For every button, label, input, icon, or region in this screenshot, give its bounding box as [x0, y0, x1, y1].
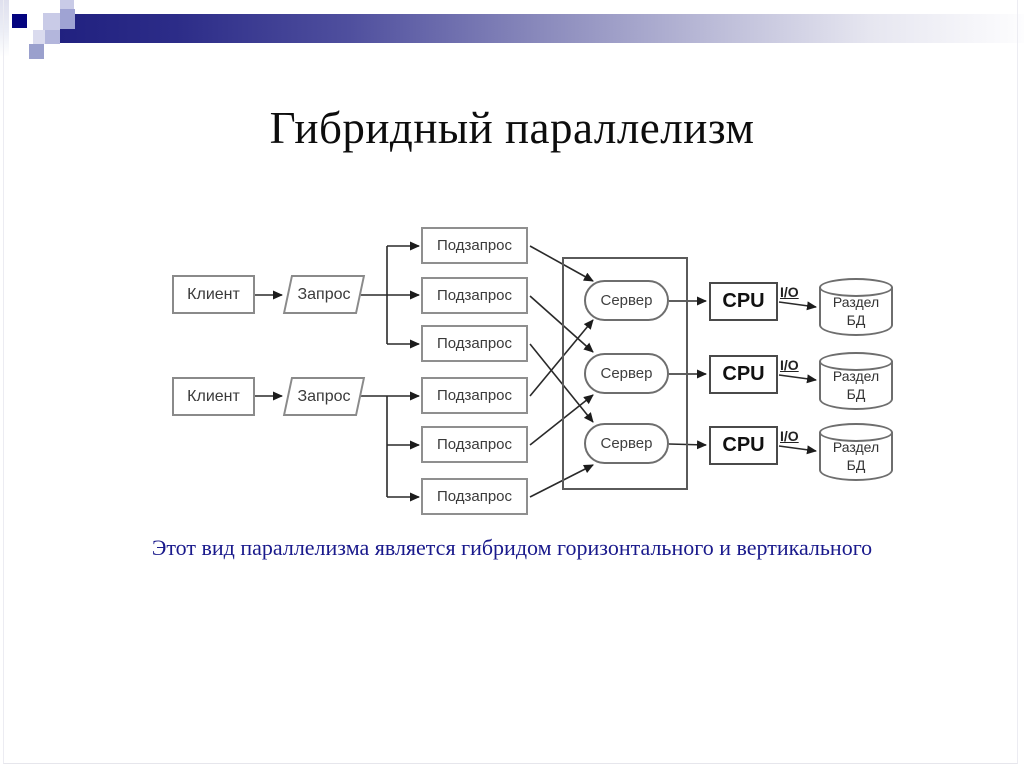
db-partition-node-3: Раздел БД	[819, 423, 893, 481]
cylinder-top	[819, 278, 893, 297]
disk-label-line1: Раздел	[832, 294, 880, 310]
cpu-to-disk-arrows	[778, 301, 817, 455]
disk-label: Раздел БД	[819, 293, 893, 329]
deco-square	[60, 0, 74, 9]
header-gradient-bar	[60, 14, 1024, 43]
io-label-1: I/O	[780, 284, 799, 300]
slide-caption: Этот вид параллелизма является гибридом …	[151, 535, 873, 560]
subquery-node-5: Подзапрос	[421, 426, 528, 463]
cylinder-top	[819, 352, 893, 371]
client-node-1: Клиент	[172, 275, 255, 314]
deco-left-strip	[0, 0, 9, 57]
client-to-query-arrows	[255, 290, 283, 401]
deco-square	[29, 44, 44, 59]
subquery-node-2: Подзапрос	[421, 277, 528, 314]
cylinder-body	[819, 432, 893, 481]
disk-label-line2: БД	[846, 386, 866, 402]
db-partition-node-2: Раздел БД	[819, 352, 893, 410]
server-group-box	[562, 257, 688, 490]
query-to-subquery-arrows	[360, 241, 420, 502]
subquery-node-3: Подзапрос	[421, 325, 528, 362]
cpu-node-1: CPU	[709, 282, 778, 321]
subquery-to-server-arrows	[529, 245, 594, 498]
deco-square	[33, 30, 45, 44]
deco-square	[45, 30, 60, 44]
io-label-2: I/O	[780, 357, 799, 373]
db-partition-node-1: Раздел БД	[819, 278, 893, 336]
query-label: Запрос	[297, 285, 351, 303]
disk-label: Раздел БД	[819, 438, 893, 474]
query-node-2: Запрос	[282, 377, 366, 416]
disk-label: Раздел БД	[819, 367, 893, 403]
deco-square	[60, 9, 75, 29]
query-label: Запрос	[297, 387, 351, 405]
server-node-3: Сервер	[584, 423, 669, 464]
page-title: Гибридный параллелизм	[269, 103, 755, 153]
disk-label-line1: Раздел	[832, 368, 880, 384]
deco-square	[43, 13, 60, 30]
io-label-3: I/O	[780, 428, 799, 444]
disk-label-line2: БД	[846, 457, 866, 473]
subquery-node-4: Подзапрос	[421, 377, 528, 414]
query-node-1: Запрос	[282, 275, 366, 314]
disk-label-line1: Раздел	[832, 439, 880, 455]
cpu-node-3: CPU	[709, 426, 778, 465]
deco-square	[12, 14, 27, 28]
client-node-2: Клиент	[172, 377, 255, 416]
server-node-2: Сервер	[584, 353, 669, 394]
subquery-node-1: Подзапрос	[421, 227, 528, 264]
server-node-1: Сервер	[584, 280, 669, 321]
cpu-node-2: CPU	[709, 355, 778, 394]
subquery-node-6: Подзапрос	[421, 478, 528, 515]
disk-label-line2: БД	[846, 312, 866, 328]
cylinder-top	[819, 423, 893, 442]
